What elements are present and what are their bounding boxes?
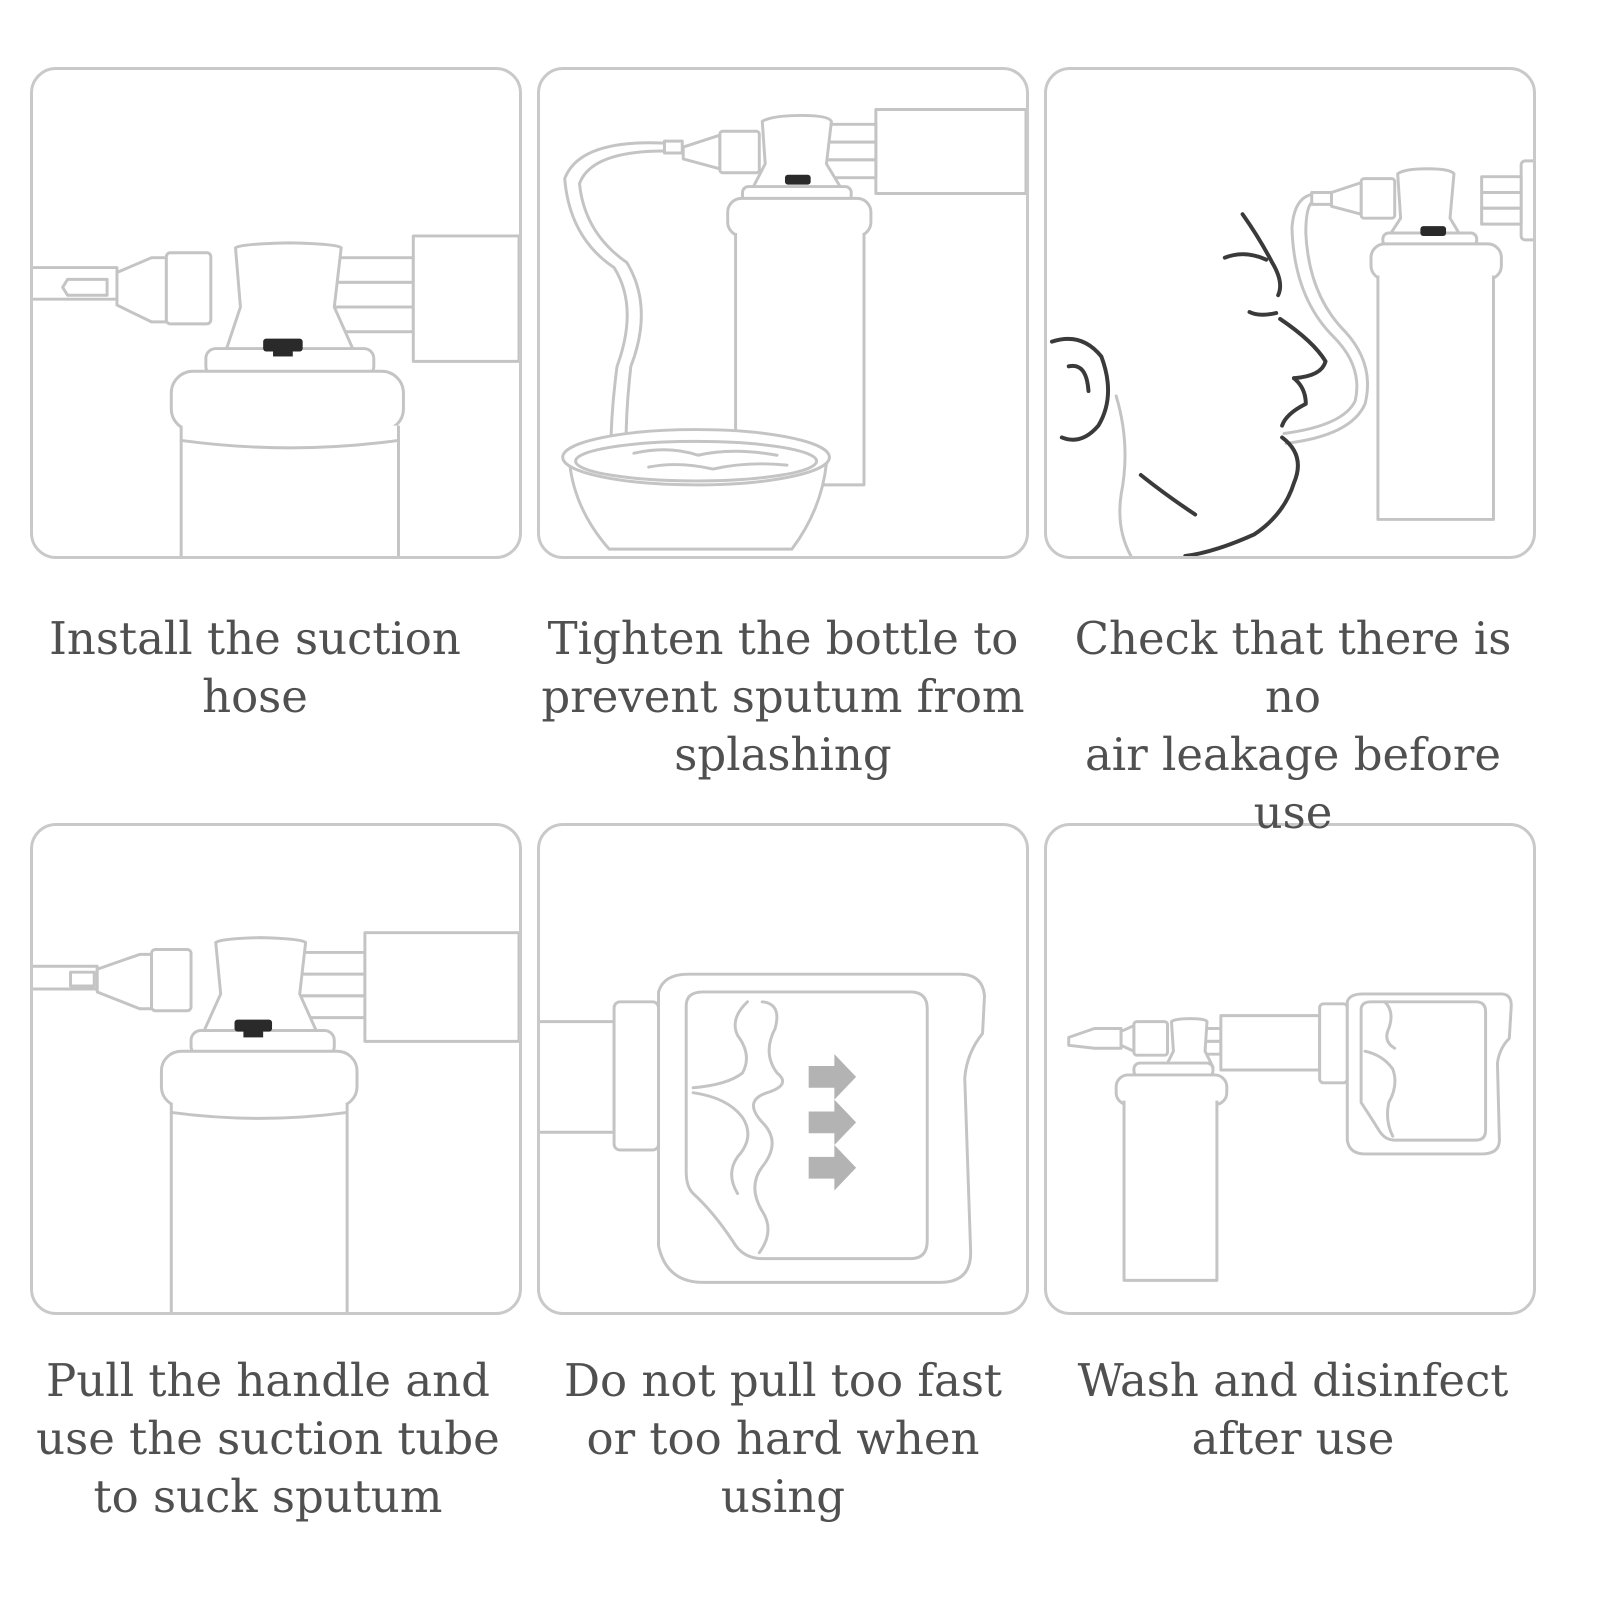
step-5-caption: Do not pull too fast or too hard when us…	[563, 1354, 1003, 1523]
step-2-panel	[537, 67, 1029, 559]
hose-at-mouth-icon	[1049, 159, 1533, 556]
suction-bottle-hose-closeup-icon	[33, 234, 519, 556]
arrow-3-icon	[808, 1145, 857, 1191]
step-6-caption: Wash and disinfect after use	[1077, 1354, 1509, 1465]
arrow-2-icon	[808, 1099, 857, 1146]
step-4-caption: Pull the handle and use the suction tube…	[36, 1354, 500, 1523]
step-4-panel	[30, 823, 522, 1315]
step-6-panel	[1044, 823, 1536, 1315]
step-1-panel	[30, 67, 522, 559]
handle-pull-arrows-icon	[540, 972, 986, 1284]
full-suction-device-icon	[1067, 992, 1513, 1282]
suction-bottle-handle-closeup-icon	[33, 931, 519, 1312]
bottle-hose-in-bowl-icon	[561, 108, 1026, 551]
step-2-caption: Tighten the bottle to prevent sputum fro…	[541, 612, 1025, 781]
step-3-caption: Check that there is no air leakage befor…	[1074, 612, 1512, 839]
step-5-panel	[537, 823, 1029, 1315]
arrow-1-icon	[808, 1054, 857, 1100]
step-3-panel	[1044, 67, 1536, 559]
step-1-caption: Install the suction hose	[49, 612, 461, 723]
